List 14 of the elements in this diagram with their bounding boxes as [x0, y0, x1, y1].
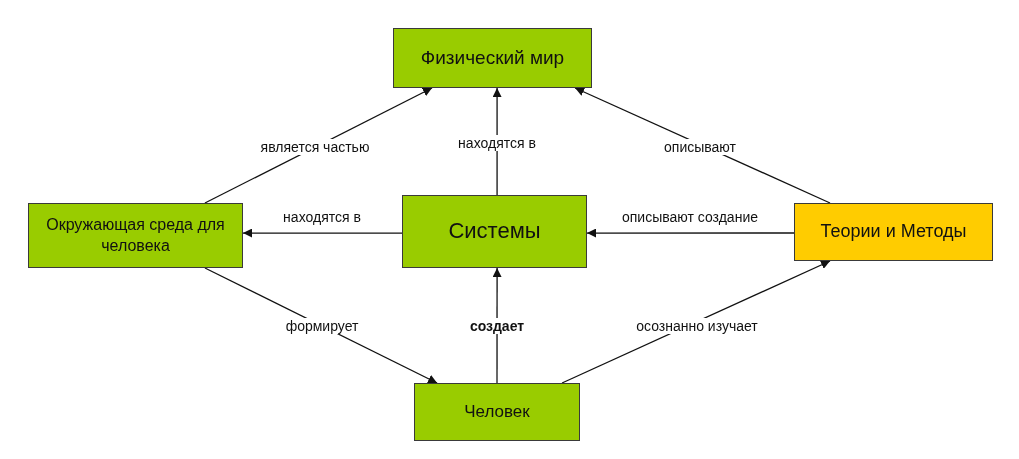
- edge-label: является частью: [258, 139, 372, 155]
- process-box: Человек: [414, 383, 580, 441]
- edge-label: находятся в: [456, 135, 538, 151]
- process-box: Теории и Методы: [794, 203, 993, 261]
- arrow: [242, 228, 403, 238]
- arrow: [586, 228, 795, 238]
- process-box: Окружающая среда для человека: [28, 203, 243, 268]
- process-box: Системы: [402, 195, 587, 268]
- edge-label: создает: [467, 318, 527, 334]
- edge-label: осознанно изучает: [634, 318, 760, 334]
- edge-label: формирует: [283, 318, 361, 334]
- arrow: [492, 267, 502, 384]
- process-box: Физический мир: [393, 28, 592, 88]
- edge-label: описывают: [662, 139, 738, 155]
